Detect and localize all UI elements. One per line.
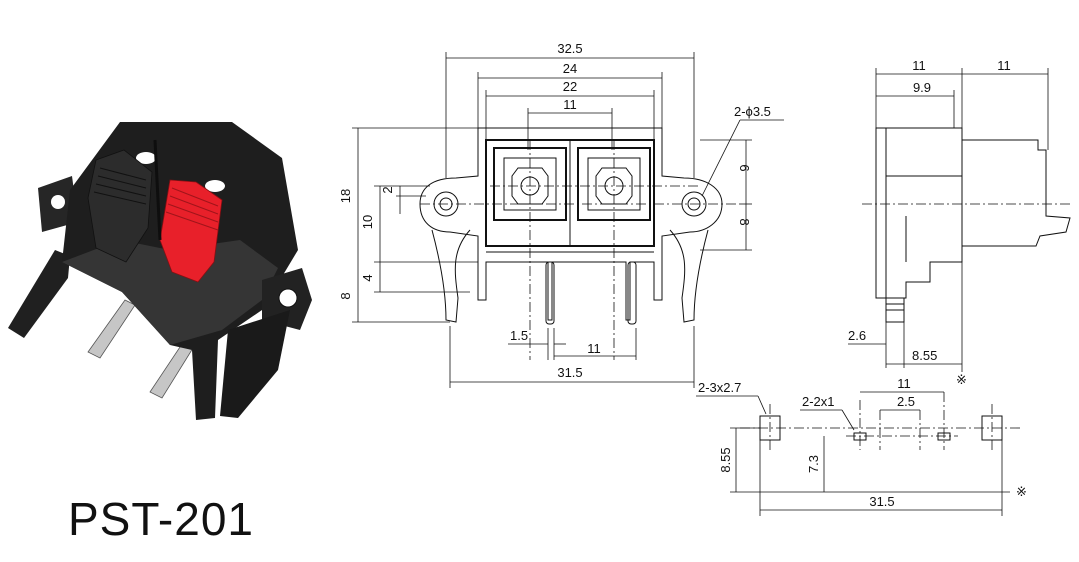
lever-red-ridges: [165, 187, 219, 231]
pin-left: [87, 299, 136, 359]
wire-hole-right: [205, 180, 225, 192]
dim-8-right: 8: [737, 218, 752, 225]
dim-8-left: 8: [338, 292, 353, 299]
dim-side-2-6: 2.6: [848, 328, 866, 343]
wire-hole-left: [136, 152, 156, 164]
pocket-divider: [153, 139, 162, 241]
side-view: 11 11 9.9 2.6 8.55 ※: [848, 58, 1071, 387]
dim-11-top: 11: [563, 97, 577, 112]
dim-18: 18: [338, 189, 353, 203]
dim-32-5: 32.5: [557, 41, 582, 56]
dim-11-pins: 11: [587, 341, 601, 356]
pcb-dim-8-55: 8.55: [718, 447, 733, 472]
pcb-dim-11: 11: [897, 376, 911, 391]
pcb-dim-31-5: 31.5: [869, 494, 894, 509]
front-leg-right: [669, 229, 709, 323]
dim-1-5: 1.5: [510, 328, 528, 343]
dim-hole: 2-ϕ3.5: [734, 104, 771, 119]
lever-red: [159, 179, 223, 283]
lever-black-ridges: [93, 167, 147, 205]
dim-24: 24: [563, 61, 577, 76]
front-pin-right: [627, 261, 637, 325]
pcb-pad-small-label: 2-2x1: [802, 394, 835, 409]
dim-31-5: 31.5: [557, 365, 582, 380]
front-view: 32.5 24 22 11: [338, 41, 784, 388]
side-mark: ※: [956, 372, 967, 387]
housing-front-face: [62, 240, 278, 345]
dim-22: 22: [563, 79, 577, 94]
side-body-outline: [875, 127, 1071, 299]
pcb-dim-2-5: 2.5: [897, 394, 915, 409]
housing-right-leg: [220, 310, 290, 418]
housing-left-leg: [8, 250, 70, 338]
dim-side-11-a: 11: [912, 58, 926, 73]
dim-side-8-55: 8.55: [912, 348, 937, 363]
dim-side-11-b: 11: [997, 58, 1011, 73]
pcb-layout: 2-3x2.7 2-2x1 11 2.5 8.55 7.3 ※ 31.5: [696, 376, 1027, 516]
pcb-pad-big-label: 2-3x2.7: [698, 380, 741, 395]
right-ear-hole: [278, 288, 298, 308]
product-illustration: [8, 122, 312, 420]
dim-4: 4: [360, 274, 375, 281]
front-leg-left: [431, 229, 471, 323]
dim-6: 6: [737, 164, 752, 171]
pcb-dim-7-3: 7.3: [806, 455, 821, 473]
model-name: PST-201: [68, 493, 254, 545]
dim-10: 10: [360, 215, 375, 229]
front-body-outline: [419, 127, 723, 321]
left-ear-hole: [51, 195, 65, 209]
dim-2: 2: [380, 186, 395, 193]
front-pin-left: [545, 261, 555, 325]
dim-side-9-9: 9.9: [913, 80, 931, 95]
pcb-mark: ※: [1016, 484, 1027, 499]
